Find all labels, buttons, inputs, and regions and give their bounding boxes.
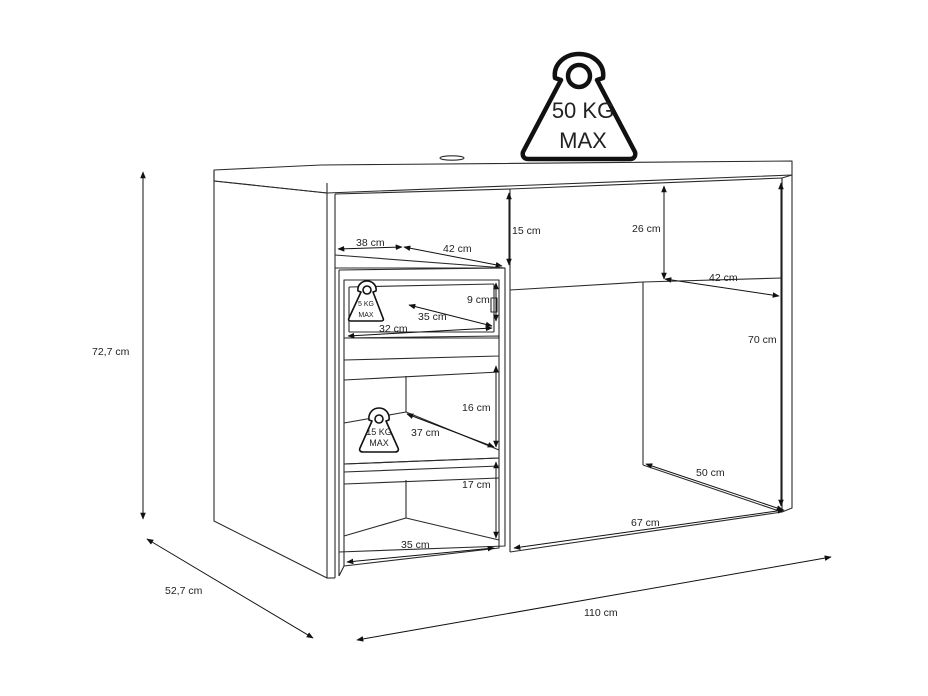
width-label: 110 cm — [584, 607, 618, 619]
desk-drawing — [213, 155, 793, 579]
small-drawer-depth-label: 35 cm — [418, 311, 447, 323]
kettlebell-icon — [358, 407, 400, 453]
bottom-shelf-width-label: 35 cm — [401, 539, 430, 551]
kneehole-top-depth-label: 42 cm — [709, 272, 738, 284]
height-label: 72,7 cm — [92, 346, 130, 358]
middle-shelf-depth-label: 37 cm — [411, 427, 440, 439]
weight-badge-drawer: 5 KG MAX — [347, 280, 385, 322]
legroom-height-label: 70 cm — [748, 334, 777, 346]
drawer-inner-width-label: 38 cm — [356, 237, 385, 249]
shelf-badge-line2: MAX — [369, 438, 389, 448]
drawer-badge-line2: MAX — [358, 312, 374, 319]
depth-label: 52,7 cm — [165, 585, 203, 597]
legroom-width-label: 67 cm — [631, 517, 660, 529]
dimension-labels: 72,7 cm 52,7 cm 110 cm 38 cm 42 cm 15 cm… — [92, 223, 777, 619]
drawer-inner-depth-label: 42 cm — [443, 243, 472, 255]
kneehole-top-height-label: 26 cm — [632, 223, 661, 235]
left-side-panel — [213, 180, 328, 579]
legroom-depth-label: 50 cm — [696, 467, 725, 479]
depth-dim-line — [146, 538, 314, 639]
cable-grommet — [439, 155, 465, 161]
width-dim-line — [356, 555, 832, 642]
desk-top — [213, 160, 793, 194]
top-badge-line1: 50 KG — [552, 98, 614, 123]
kettlebell-icon — [347, 280, 385, 322]
drawer-badge-line1: 5 KG — [358, 301, 374, 308]
middle-shelf-height-label: 16 cm — [462, 402, 491, 414]
small-drawer-width-label: 32 cm — [379, 323, 408, 335]
dimension-lines — [140, 171, 832, 642]
weight-badge-top: 50 KG MAX — [520, 51, 638, 162]
drawer-front-height-label: 15 cm — [512, 225, 541, 237]
kettlebell-icon — [520, 51, 638, 162]
small-drawer-height-label: 9 cm — [467, 294, 490, 306]
top-badge-line2: MAX — [559, 128, 607, 153]
shelf-badge-line1: 15 KG — [366, 427, 392, 437]
bottom-shelf-height-label: 17 cm — [462, 479, 491, 491]
weight-badge-shelf: 15 KG MAX — [358, 407, 400, 453]
